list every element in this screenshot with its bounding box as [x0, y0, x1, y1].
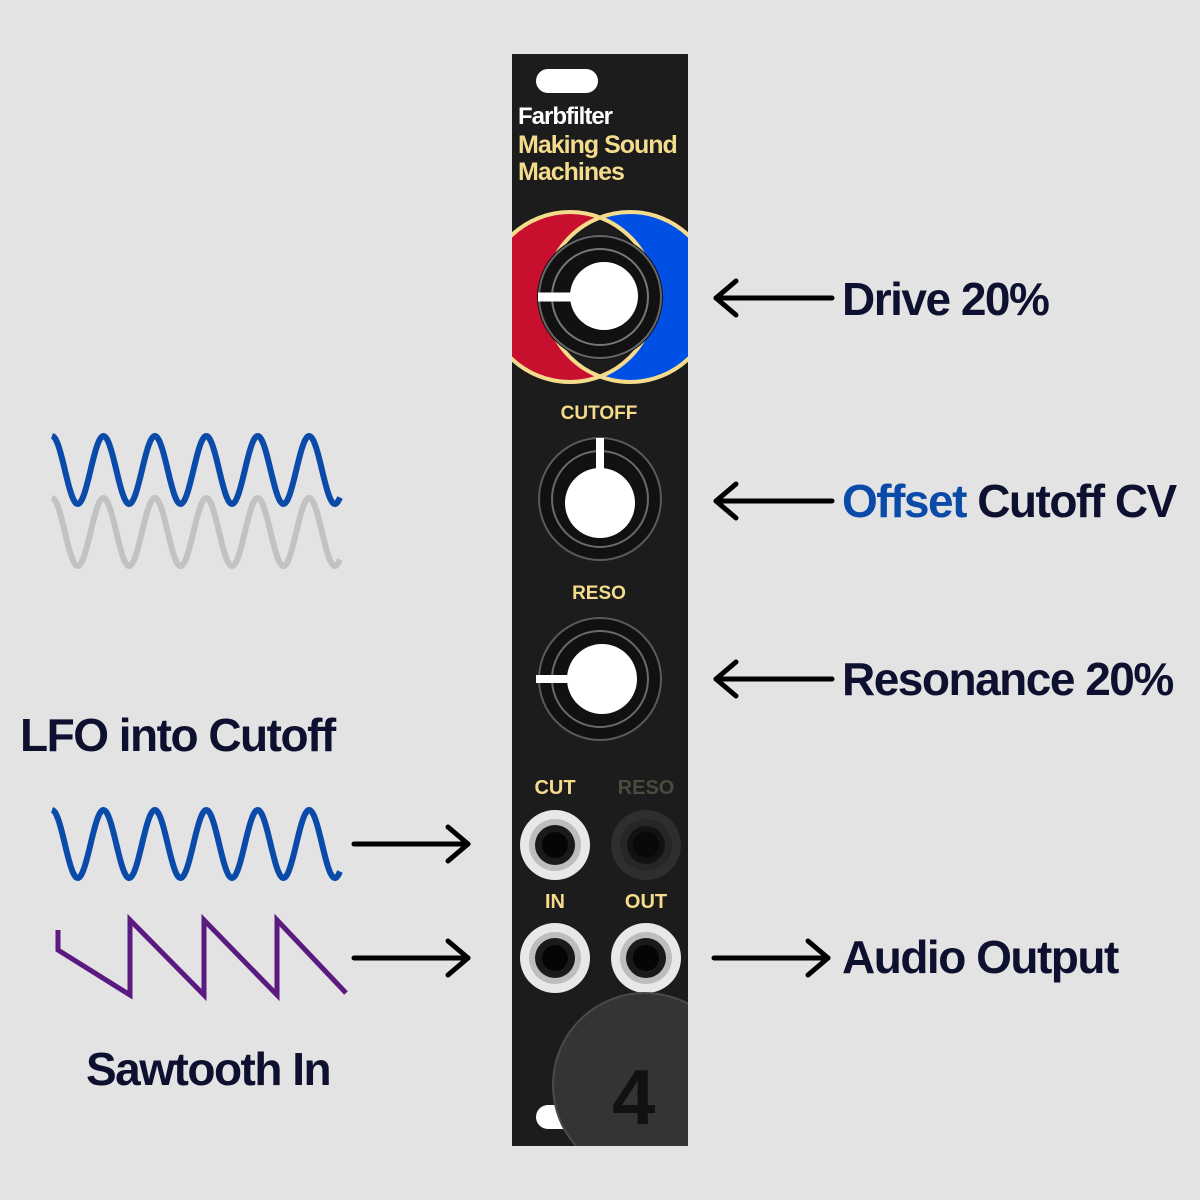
offset-word: Offset	[842, 475, 967, 527]
cut-jack-label: CUT	[534, 777, 576, 799]
lfo-annotation: LFO into Cutoff	[20, 709, 336, 761]
cutoff-arrow	[713, 481, 835, 521]
in-jack-label: IN	[545, 891, 565, 913]
resonance-arrow	[713, 659, 835, 699]
audio-output-arrow	[711, 938, 831, 978]
drive-arrow	[713, 278, 835, 318]
drive-annotation: Drive 20%	[842, 273, 1050, 325]
reso-knob[interactable]	[536, 617, 662, 741]
brand-subtitle-line2: Machines	[518, 158, 625, 186]
brand-subtitle-line1: Making Sound	[518, 131, 678, 159]
cutoff-annotation: Offset Cutoff CV	[842, 474, 1177, 528]
audio-in-jack[interactable]	[520, 923, 590, 993]
sawtooth-annotation: Sawtooth In	[86, 1043, 332, 1095]
badge-number: 4	[612, 1053, 655, 1141]
module-badge	[552, 992, 688, 1146]
ghost-sine-wave	[51, 494, 343, 570]
drive-knob[interactable]	[537, 234, 663, 360]
audio-output-annotation: Audio Output	[842, 931, 1119, 983]
resonance-annotation: Resonance 20%	[842, 653, 1174, 705]
cutoff-knob-label: CUTOFF	[560, 403, 638, 424]
sawtooth-arrow	[351, 938, 471, 978]
brand-name: Farbfilter	[518, 103, 613, 130]
sawtooth-wave	[55, 913, 348, 1002]
reso-cv-jack[interactable]	[611, 810, 681, 880]
cut-cv-jack[interactable]	[520, 810, 590, 880]
cutoff-knob[interactable]	[538, 437, 662, 561]
reso-knob-label: RESO	[572, 583, 626, 604]
lfo-arrow	[351, 824, 471, 864]
mounting-hole-top	[536, 69, 598, 93]
offset-sine-wave	[51, 432, 343, 508]
audio-out-jack[interactable]	[611, 923, 681, 993]
lfo-sine-wave	[51, 806, 343, 882]
cutoff-cv-text: Cutoff CV	[977, 475, 1177, 527]
out-jack-label: OUT	[624, 891, 668, 913]
reso-jack-label: RESO	[617, 777, 675, 799]
